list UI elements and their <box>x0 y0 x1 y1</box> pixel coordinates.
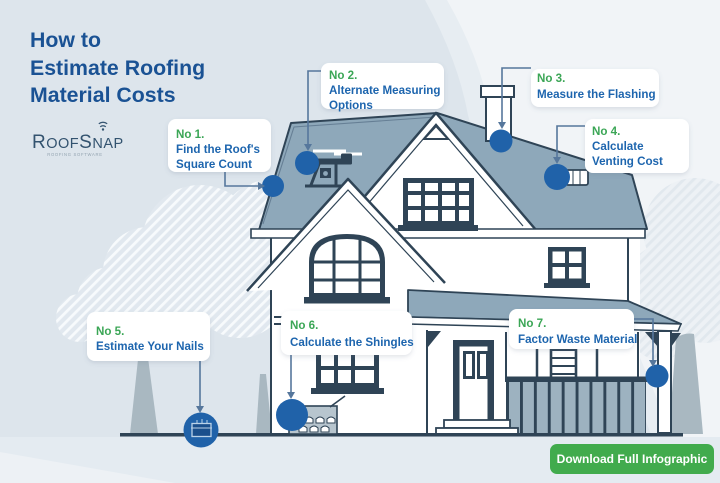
svg-text:Calculate the Shingles: Calculate the Shingles <box>290 336 414 349</box>
svg-text:No 6.: No 6. <box>290 319 318 332</box>
svg-text:Download Full Infographic: Download Full Infographic <box>557 452 708 466</box>
svg-text:No 5.: No 5. <box>96 325 124 338</box>
svg-text:ROOFSNAP: ROOFSNAP <box>32 132 124 153</box>
svg-text:Estimate Your Nails: Estimate Your Nails <box>96 340 204 353</box>
svg-text:No 7.: No 7. <box>518 317 546 330</box>
svg-text:No 4.: No 4. <box>592 125 620 138</box>
svg-text:No 2.: No 2. <box>329 69 357 82</box>
svg-text:Calculate: Calculate <box>592 140 644 153</box>
svg-text:Options: Options <box>329 99 373 112</box>
svg-text:Square Count: Square Count <box>176 158 252 171</box>
svg-text:Factor Waste Material: Factor Waste Material <box>518 333 637 346</box>
svg-text:Estimate Roofing: Estimate Roofing <box>30 56 205 80</box>
svg-text:No 1.: No 1. <box>176 128 204 141</box>
svg-text:Measure the Flashing: Measure the Flashing <box>537 88 656 101</box>
svg-text:Alternate Measuring: Alternate Measuring <box>329 84 440 97</box>
svg-text:No 3.: No 3. <box>537 72 565 85</box>
svg-text:Material Costs: Material Costs <box>30 83 176 107</box>
svg-text:Find the Roof's: Find the Roof's <box>176 143 260 156</box>
svg-text:Venting Cost: Venting Cost <box>592 155 663 168</box>
svg-text:How to: How to <box>30 28 101 52</box>
svg-text:ROOFING SOFTWARE: ROOFING SOFTWARE <box>47 152 102 157</box>
